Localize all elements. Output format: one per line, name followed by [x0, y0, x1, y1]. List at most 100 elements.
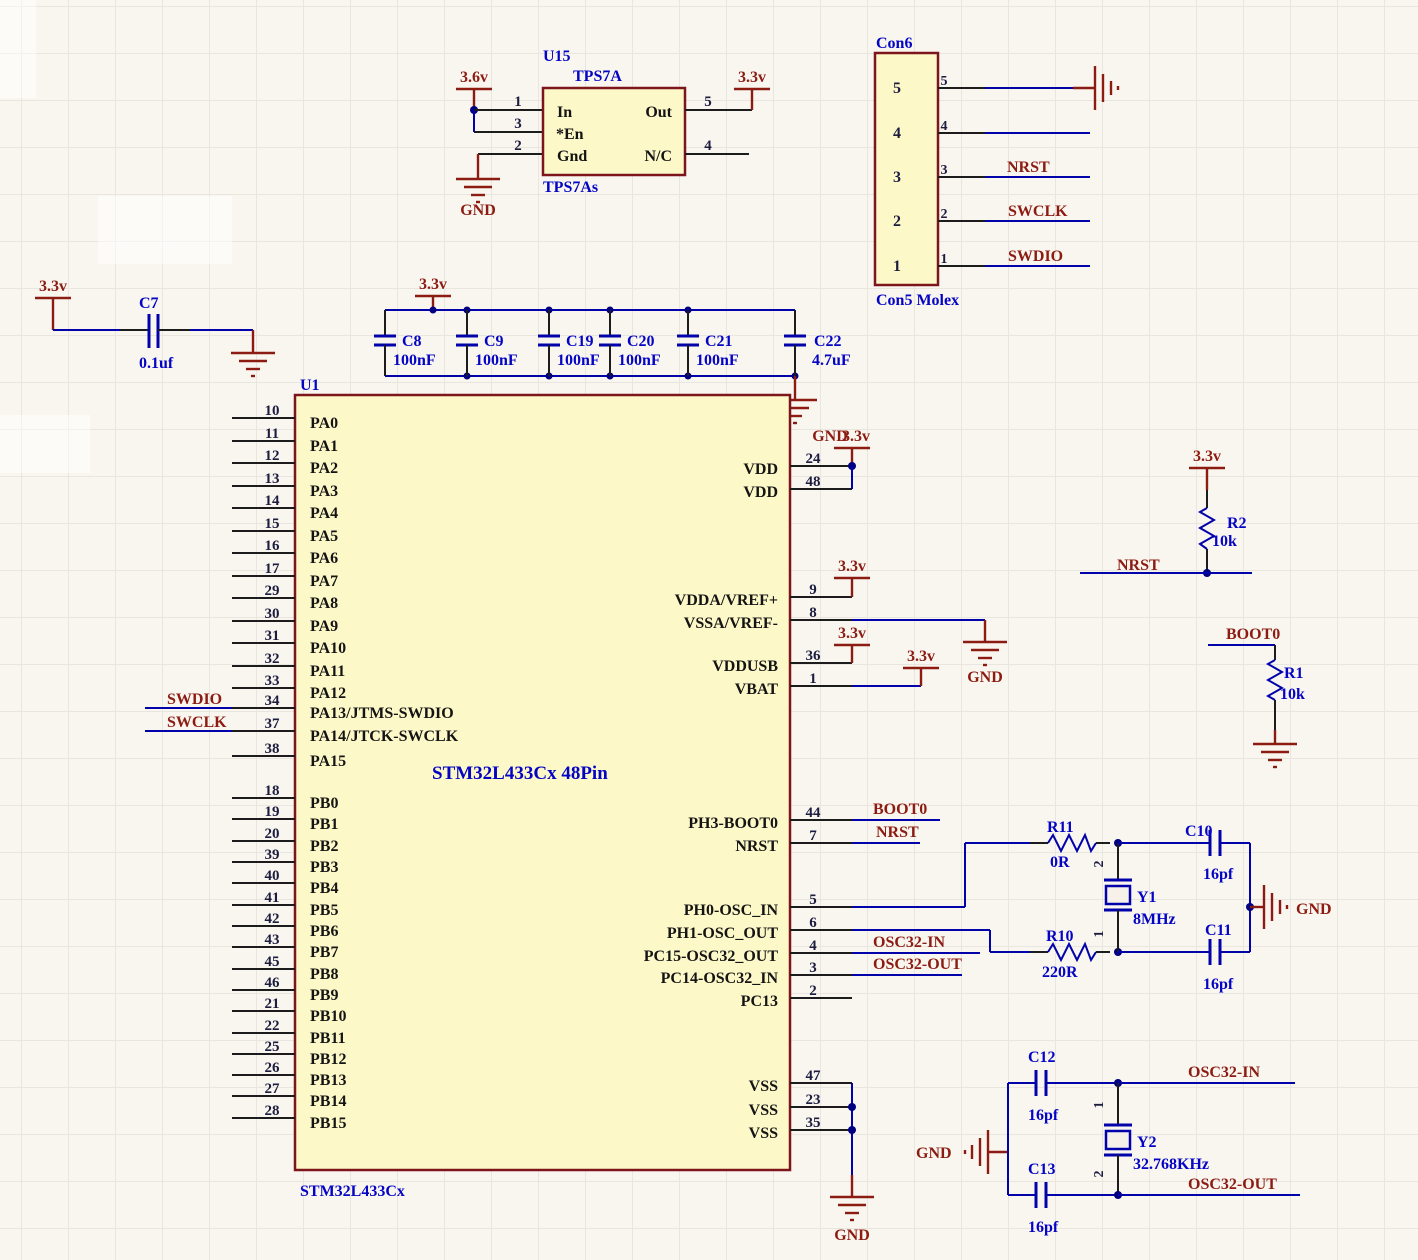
pin-name: NRST — [735, 838, 778, 855]
pin-number: 18 — [265, 783, 280, 799]
pin-label-out: Out — [645, 104, 672, 121]
resistor-r2[interactable] — [1197, 507, 1217, 550]
net-label-nrst: NRST — [1117, 557, 1160, 574]
part-name: TPS7A — [573, 68, 622, 85]
capacitor-c19[interactable]: C19 100nF — [538, 310, 600, 376]
capacitor-c13[interactable] — [1034, 1182, 1048, 1208]
mcu-u1: U1 STM32L433Cx 48Pin STM32L433Cx — [293, 377, 792, 1200]
boot-reset-nets: BOOT0 NRST OSC32-IN OSC32-OUT — [852, 801, 980, 976]
pin-number: 10 — [265, 403, 280, 419]
pin-name: VSS — [749, 1125, 778, 1142]
pin-name: PA1 — [310, 438, 338, 455]
pin-number: 27 — [265, 1081, 281, 1097]
ground-icon — [963, 1128, 990, 1176]
ground-icon — [961, 640, 1009, 667]
pin-number: 4 — [893, 125, 901, 142]
pin-name: PC14-OSC32_IN — [661, 970, 779, 987]
ground-icon — [1251, 742, 1299, 769]
designator: R1 — [1284, 665, 1304, 682]
value: 100nF — [696, 352, 739, 369]
ground-label: GND — [460, 202, 496, 219]
designator: C7 — [139, 295, 159, 312]
designator: R11 — [1047, 819, 1074, 836]
designator: C12 — [1028, 1049, 1056, 1066]
mcu-right-pins: 24VDD48VDD9VDDA/VREF+8VSSA/VREF-36VDDUSB… — [644, 451, 852, 1142]
pin-number: 25 — [265, 1039, 280, 1055]
pin-number: 5 — [893, 80, 901, 97]
net-label-nrst: NRST — [1007, 159, 1050, 176]
regulator-u15-body[interactable] — [541, 86, 687, 177]
pin-name: PH0-OSC_IN — [684, 902, 779, 919]
pin-name: PA2 — [310, 460, 338, 477]
value: 0.1uf — [139, 355, 174, 372]
capacitor-c11[interactable] — [1208, 939, 1222, 965]
pin-number: 37 — [265, 716, 281, 732]
designator: R10 — [1046, 928, 1074, 945]
ground-icon — [1262, 883, 1289, 931]
pin-number: 34 — [265, 693, 281, 709]
pin-name: PA5 — [310, 528, 338, 545]
designator: R2 — [1227, 515, 1247, 532]
net-label-boot0: BOOT0 — [873, 801, 927, 818]
net-label-osc32-in: OSC32-IN — [873, 934, 945, 951]
pin-name: VDD — [743, 461, 778, 478]
pin-number-outer: 1 — [941, 252, 948, 267]
ground-icon — [1093, 64, 1120, 112]
ground-label: GND — [812, 428, 848, 445]
pin-name: PB12 — [310, 1051, 346, 1068]
resistor-r11[interactable] — [1047, 832, 1097, 854]
pin-name: PA8 — [310, 595, 338, 612]
designator: C13 — [1028, 1161, 1056, 1178]
net-label-swdio: SWDIO — [167, 691, 222, 708]
capacitor-c12[interactable] — [1034, 1070, 1048, 1096]
pin-number: 13 — [265, 471, 280, 487]
crystal-pin-number: 2 — [1092, 861, 1107, 868]
resistor-r1[interactable] — [1265, 659, 1285, 701]
value: 4.7uF — [812, 352, 851, 369]
pin-number: 21 — [265, 996, 280, 1012]
pin-name: VBAT — [735, 681, 779, 698]
capacitor-c21[interactable]: C21 100nF — [677, 310, 739, 376]
pin-label-in: In — [557, 104, 572, 121]
pin-name: VDD — [743, 484, 778, 501]
pin-number: 22 — [265, 1018, 280, 1034]
mcu-u1-body[interactable] — [293, 393, 792, 1172]
capacitor-c7[interactable] — [147, 314, 160, 348]
capacitor-c8[interactable]: C8 100nF — [374, 310, 436, 376]
power-rail-label: 3.3v — [838, 558, 866, 575]
capacitor-c20[interactable]: C20 100nF — [599, 310, 661, 376]
ground-icon — [454, 177, 502, 204]
pin-number: 40 — [265, 868, 280, 884]
value: 16pf — [1028, 1107, 1059, 1124]
crystal-pin-number: 2 — [1092, 1171, 1107, 1178]
background-patch — [98, 196, 232, 264]
power-rail-label: 3.3v — [838, 625, 866, 642]
capacitor-c22[interactable]: C22 4.7uF — [784, 310, 851, 376]
pin-name: PA10 — [310, 640, 346, 657]
crystal-pin-number: 1 — [1092, 1102, 1107, 1109]
pin-name: PB11 — [310, 1030, 346, 1047]
ground-icon — [828, 1195, 876, 1222]
resistor-r10[interactable] — [1047, 941, 1097, 963]
pin-number: 39 — [265, 847, 280, 863]
ground-label: GND — [967, 669, 1003, 686]
pin-name: PA14/JTCK-SWCLK — [310, 728, 459, 745]
cap-c7-circuit: 3.3v C7 0.1uf — [33, 278, 277, 378]
value: 100nF — [618, 352, 661, 369]
designator: C9 — [484, 333, 504, 350]
crystal-y2[interactable] — [1104, 1083, 1132, 1195]
pin-label-en: *En — [556, 126, 584, 143]
pin-number: 14 — [265, 493, 281, 509]
pin-name: PA9 — [310, 618, 338, 635]
pin-number: 1 — [809, 671, 817, 687]
capacitor-c9[interactable]: C9 100nF — [456, 310, 518, 376]
pin-number-outer: 3 — [941, 163, 948, 178]
pin-number: 33 — [265, 673, 280, 689]
pin-name: PH1-OSC_OUT — [667, 925, 778, 942]
connector-con6-body[interactable] — [873, 51, 940, 287]
reset-pullup-circuit: 3.3v R2 10k NRST — [1080, 448, 1252, 577]
footprint-label: Con5 Molex — [876, 292, 959, 309]
crystal-y1[interactable] — [1104, 843, 1132, 952]
regulator-u15-circuit: 3.6v GND U15 TPS7A TPS7As In Out *En Gnd… — [454, 48, 772, 219]
